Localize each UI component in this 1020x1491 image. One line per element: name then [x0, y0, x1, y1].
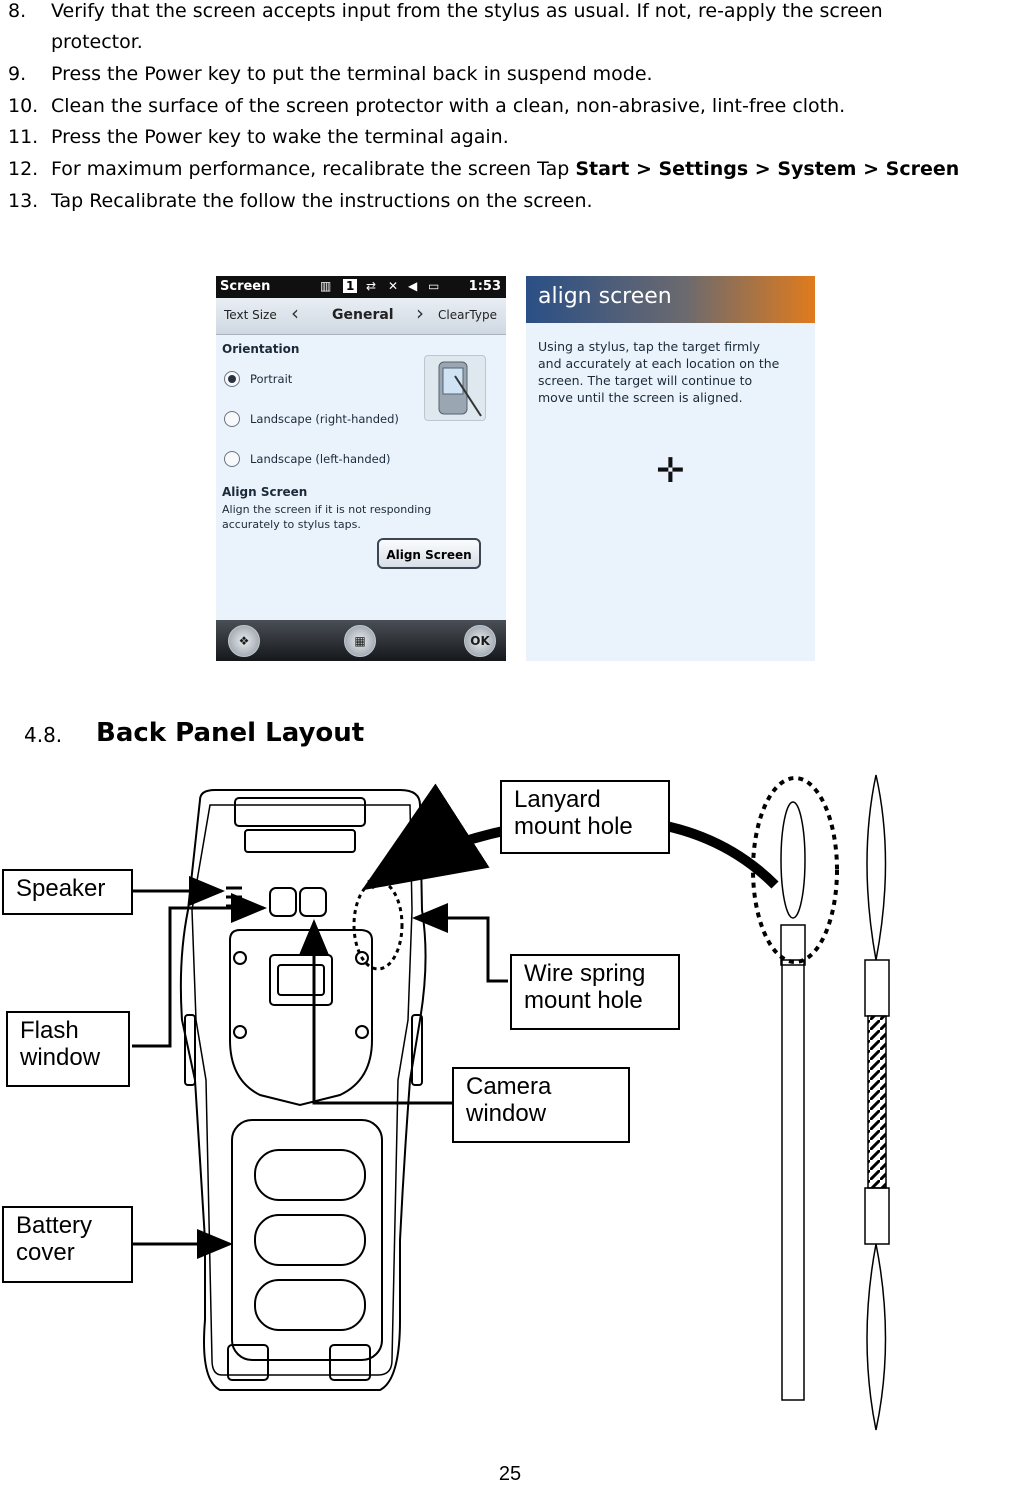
callout-line: Speaker	[16, 875, 106, 902]
instruction-line: and accurately at each location on the	[538, 356, 780, 371]
callout-line: Camera	[466, 1073, 552, 1100]
callout-line: window	[20, 1044, 101, 1071]
instruction-line: Using a stylus, tap the target firmly	[538, 339, 761, 354]
align-screen-screenshot: align screen Using a stylus, tap the tar…	[526, 276, 815, 661]
tab-general[interactable]: General	[332, 307, 394, 323]
status-bar: Screen ▥ 1 ⇄ ✕ ◀ ▭ 1:53	[216, 276, 506, 298]
instruction-line: move until the screen is aligned.	[538, 390, 743, 405]
device-back	[179, 789, 427, 1391]
callout-speaker: Speaker	[2, 869, 133, 915]
bottom-bar: ❖ ▦ OK	[216, 620, 506, 661]
keyboard-icon[interactable]: ▦	[344, 625, 376, 657]
step-text: Press the Power key to put the terminal …	[51, 63, 653, 85]
callout-line: Battery	[16, 1212, 93, 1239]
callout-flash-window: Flash window	[6, 1011, 130, 1087]
callout-lanyard-mount-hole: Lanyard mount hole	[500, 780, 670, 854]
lanyard-hole-highlight	[352, 879, 404, 971]
step-text: Press the Power key to wake the terminal…	[51, 126, 509, 148]
callout-line: cover	[16, 1239, 75, 1266]
sync-icon: ⇄	[366, 279, 377, 293]
callout-line: mount hole	[524, 987, 643, 1014]
radio-landscape-right[interactable]	[224, 411, 240, 427]
volume-mute-icon: ◀	[408, 279, 418, 293]
clock: 1:53	[468, 279, 501, 294]
tab-text-size[interactable]: Text Size	[224, 308, 277, 322]
device-stylus-icon	[424, 355, 486, 421]
chevron-left-icon[interactable]: ‹	[291, 301, 299, 325]
align-screen-header: align screen	[526, 276, 815, 323]
step-text-prefix: For maximum performance, recalibrate the…	[51, 158, 576, 180]
instruction-line: screen. The target will continue to	[538, 373, 753, 388]
radio-label: Landscape (left-handed)	[250, 452, 391, 466]
callout-line: Lanyard	[514, 786, 601, 813]
callout-connectors	[132, 876, 508, 1259]
align-screen-button[interactable]: Align Screen	[377, 538, 481, 569]
settings-path: Start > Settings > System > Screen	[575, 158, 960, 180]
settings-body: Orientation Portrait Landscape (right-ha…	[216, 335, 506, 620]
no-signal-icon: ✕	[388, 279, 399, 293]
radio-label: Portrait	[250, 372, 293, 386]
back-panel-diagram: Lanyard mount hole Speaker Wire spring m…	[0, 760, 1020, 1450]
radio-portrait[interactable]	[224, 371, 240, 387]
barcode-icon: ▥	[320, 279, 332, 293]
windows-start-icon[interactable]: ❖	[228, 625, 260, 657]
step-number: 11.	[8, 126, 39, 148]
battery-icon: ▭	[428, 279, 440, 293]
ok-button[interactable]: OK	[464, 625, 496, 657]
screen-title: Screen	[220, 279, 271, 294]
step-text: Verify that the screen accepts input fro…	[51, 0, 883, 22]
align-description-line: Align the screen if it is not responding	[222, 503, 432, 516]
step-number: 13.	[8, 190, 39, 212]
chevron-right-icon[interactable]: ›	[416, 301, 424, 325]
step-text: Clean the surface of the screen protecto…	[51, 95, 846, 117]
section-title: Back Panel Layout	[96, 718, 365, 748]
lanyard-loop-highlight	[751, 776, 839, 964]
align-instructions: Using a stylus, tap the target firmly an…	[538, 338, 808, 406]
align-screen-title: align screen	[538, 284, 672, 309]
step-text: Tap Recalibrate the follow the instructi…	[51, 190, 593, 212]
radio-label: Landscape (right-handed)	[250, 412, 399, 426]
device-drawing	[132, 774, 890, 1431]
wire-spring-lanyard	[864, 774, 890, 1431]
lanyard-strap	[780, 801, 806, 1401]
align-heading: Align Screen	[222, 485, 308, 499]
radio-landscape-left[interactable]	[224, 451, 240, 467]
callout-line: Wire spring	[524, 960, 646, 987]
step-number: 12.	[8, 158, 39, 180]
step-number: 10.	[8, 95, 39, 117]
align-description: Align the screen if it is not responding…	[222, 502, 472, 532]
callout-line: mount hole	[514, 813, 633, 840]
step-text: For maximum performance, recalibrate the…	[51, 158, 959, 180]
tab-bar: Text Size ‹ General › ClearType	[216, 298, 506, 335]
tab-cleartype[interactable]: ClearType	[438, 308, 497, 322]
section-number: 4.8.	[24, 723, 63, 747]
screen-settings-screenshot: Screen ▥ 1 ⇄ ✕ ◀ ▭ 1:53 Text Size ‹ Gene…	[216, 276, 506, 661]
callout-camera-window: Camera window	[452, 1067, 630, 1143]
align-description-line: accurately to stylus taps.	[222, 518, 361, 531]
step-text: protector.	[51, 31, 143, 53]
orientation-heading: Orientation	[222, 342, 300, 356]
callout-wire-spring-mount-hole: Wire spring mount hole	[510, 954, 680, 1030]
crosshair-target-icon[interactable]: ✛	[656, 451, 685, 491]
callout-line: window	[466, 1100, 547, 1127]
badge: 1	[343, 279, 358, 293]
page-number: 25	[498, 1463, 522, 1485]
step-number: 9.	[8, 63, 27, 85]
callout-line: Flash	[20, 1017, 79, 1044]
callout-battery-cover: Battery cover	[2, 1206, 133, 1283]
step-number: 8.	[8, 0, 27, 22]
